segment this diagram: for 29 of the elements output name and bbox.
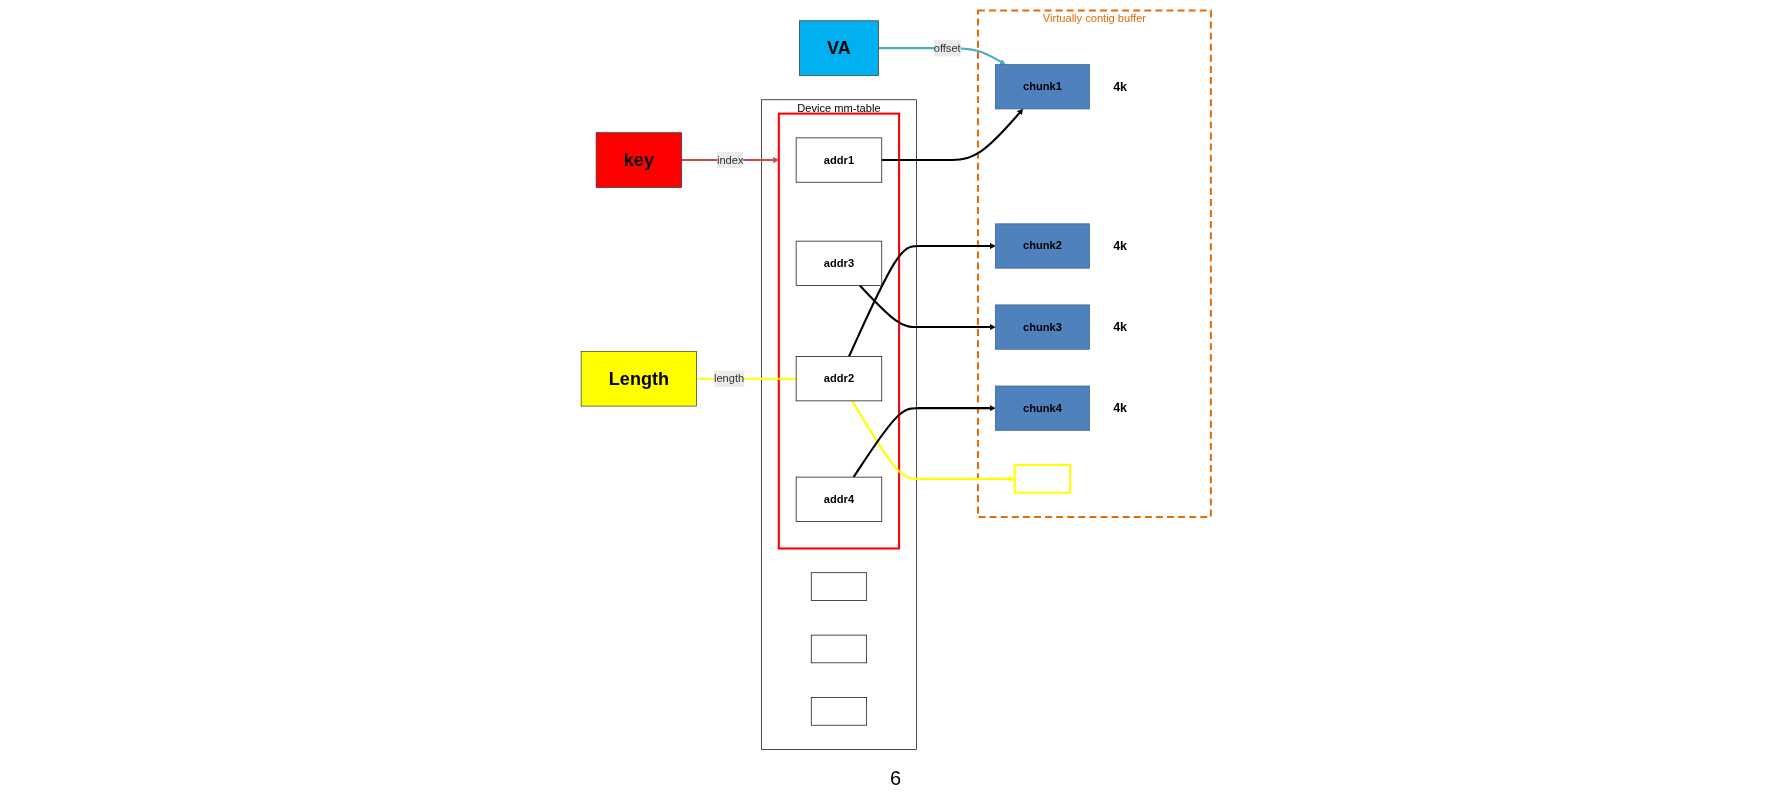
node-box: addr2 <box>795 356 882 402</box>
node-label: 4k <box>1112 319 1127 334</box>
node-box <box>810 634 867 664</box>
arrow <box>881 108 1023 162</box>
node-box: key <box>595 132 682 188</box>
node-box: chunk2 <box>994 223 1090 269</box>
node-bar <box>1013 463 1071 494</box>
node-label: 4k <box>1112 79 1127 94</box>
node-box: chunk4 <box>994 385 1090 431</box>
node-box <box>810 572 867 601</box>
node-box: chunk3 <box>994 304 1090 350</box>
node-label: 4k <box>1112 400 1127 415</box>
arrow <box>852 405 996 478</box>
page-number: 6 <box>889 767 902 789</box>
arrow <box>847 242 996 357</box>
node-box: chunk1 <box>994 64 1090 110</box>
node-label: 4k <box>1112 238 1127 253</box>
arrow <box>850 400 1015 482</box>
edge-label: index <box>716 153 743 166</box>
arrow <box>858 284 996 331</box>
node-box <box>810 697 867 726</box>
node-box: addr3 <box>795 240 882 286</box>
node-box: addr1 <box>795 137 882 183</box>
edge-label: offset <box>933 41 961 54</box>
node-box: VA <box>798 20 879 76</box>
edge-label: length <box>713 372 744 385</box>
node-box: Length <box>580 351 697 407</box>
cluster <box>777 112 900 550</box>
node-box: addr4 <box>795 476 882 522</box>
